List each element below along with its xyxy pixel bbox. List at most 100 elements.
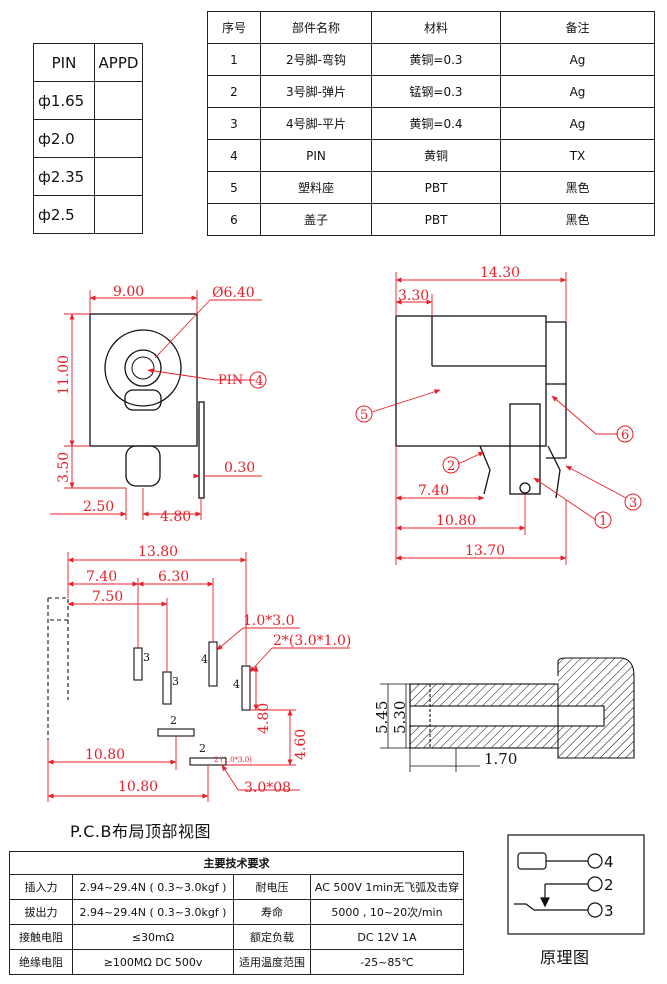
pcb-dim-b: 6.30: [158, 569, 189, 585]
jack-ring: [124, 349, 162, 387]
slot-label: 3: [172, 675, 179, 688]
pcb-dim-a: 7.40: [86, 569, 117, 585]
section-dim-a: 5.45: [373, 701, 391, 734]
col-header: 序号: [207, 11, 261, 44]
spring-slot: [124, 389, 162, 411]
dim-pin-thick: 0.30: [224, 460, 255, 476]
cell: DC 12V 1A: [310, 924, 464, 950]
cell: 接触电阻: [9, 924, 73, 950]
pin-header: PIN: [33, 43, 95, 82]
cell: 2.94~29.4N ( 0.3~3.0kgf ): [72, 899, 234, 925]
cell: Ag: [500, 75, 655, 108]
cell: 5000 , 10~20次/min: [310, 899, 464, 925]
pcb-dim-h2: 10.80: [118, 779, 158, 795]
cell: 黄铜: [371, 139, 501, 172]
callout-number: 1: [599, 514, 607, 529]
dim-front: 3.30: [398, 288, 429, 304]
cell: 适用温度范围: [233, 949, 311, 975]
cell: 4号脚-平片: [260, 107, 372, 140]
pcb-dim-c: 7.50: [92, 589, 123, 605]
pin-appd-table: PIN APPD ф1.65 ф2.0 ф2.35 ф2.5: [33, 43, 143, 234]
cell: 6: [207, 203, 261, 236]
cell: TX: [500, 139, 655, 172]
pin-size: ф2.5: [33, 195, 95, 234]
pcb-slot: [133, 647, 143, 681]
slot-label: 3: [143, 651, 150, 664]
pin-label: PIN: [218, 373, 243, 388]
dim-spacing: 4.80: [160, 509, 191, 525]
dim-hole: Ø6.40: [212, 285, 255, 301]
slot-label: 4: [233, 678, 240, 691]
callout-circle: [616, 425, 634, 443]
cell: 塑料座: [260, 171, 372, 204]
section-dim-b: 5.30: [391, 701, 409, 734]
pcb-caption: P.C.B布局顶部视图: [70, 822, 211, 841]
cell: 插入力: [9, 874, 73, 900]
appd-cell: [94, 195, 143, 234]
appd-header: APPD: [94, 43, 143, 82]
cell: PBT: [371, 203, 501, 236]
cell: 耐电压: [233, 874, 311, 900]
side-dimensions: [371, 272, 627, 565]
side-pin-block: [509, 403, 541, 495]
section-dim-c: 1.70: [484, 750, 517, 768]
cell: 拔出力: [9, 899, 73, 925]
side-pin-hole: [519, 482, 531, 494]
pcb-dim-v2: 4.60: [293, 729, 309, 760]
pcb-slot: [157, 728, 195, 737]
section-view: [409, 657, 635, 759]
pcb-layout: [47, 597, 251, 766]
section-dimensions: [380, 683, 480, 772]
callout-circle: [594, 511, 612, 529]
cell: 额定负载: [233, 924, 311, 950]
slot-label: 4: [201, 653, 208, 666]
cell: 锰钢=0.3: [371, 75, 501, 108]
spec-title: 主要技术要求: [9, 851, 464, 875]
housing-outline: [89, 313, 198, 447]
jack-opening: [104, 329, 182, 407]
dim-pin1: 7.40: [418, 483, 449, 499]
schematic: [507, 834, 645, 935]
dim-pin3: 13.70: [465, 543, 505, 559]
dim-left: 2.50: [83, 499, 114, 515]
dim-width: 9.00: [113, 284, 144, 300]
pcb-slot: [241, 665, 251, 711]
pcb-slot-note: 1.0*3.0: [243, 613, 295, 629]
col-header: 材料: [371, 11, 501, 44]
dim-height: 11.00: [56, 355, 72, 395]
slot-label: 2: [199, 742, 206, 755]
pin-circle: [131, 356, 155, 380]
front-view: [89, 313, 205, 499]
cell: 绝缘电阻: [9, 949, 73, 975]
cell: ≥100MΩ DC 500v: [72, 949, 234, 975]
slot-label: 2: [170, 714, 177, 727]
callout-number: 2: [447, 459, 455, 474]
schematic-pin: 2: [604, 876, 614, 894]
pcb-slot-note2: 2*(3.0*1.0): [273, 633, 351, 649]
pcb-slot: [208, 641, 218, 687]
schematic-pin: 3: [604, 902, 614, 920]
side-housing: [395, 315, 547, 447]
pcb-dim-h1: 10.80: [85, 747, 125, 763]
pcb-small-note: 2 (1.0*3.0): [214, 756, 252, 764]
pcb-dim-v1: 4.80: [256, 703, 272, 734]
appd-cell: [94, 81, 143, 120]
callout-number: 5: [360, 408, 368, 423]
front-pin-leg: [125, 445, 161, 487]
dim-pin2: 10.80: [436, 513, 476, 529]
dim-total: 14.30: [480, 265, 520, 281]
pcb-slot: [162, 671, 172, 705]
side-view: [395, 315, 567, 499]
callout-number: 4: [255, 374, 263, 389]
schematic-pin: 4: [604, 853, 614, 871]
